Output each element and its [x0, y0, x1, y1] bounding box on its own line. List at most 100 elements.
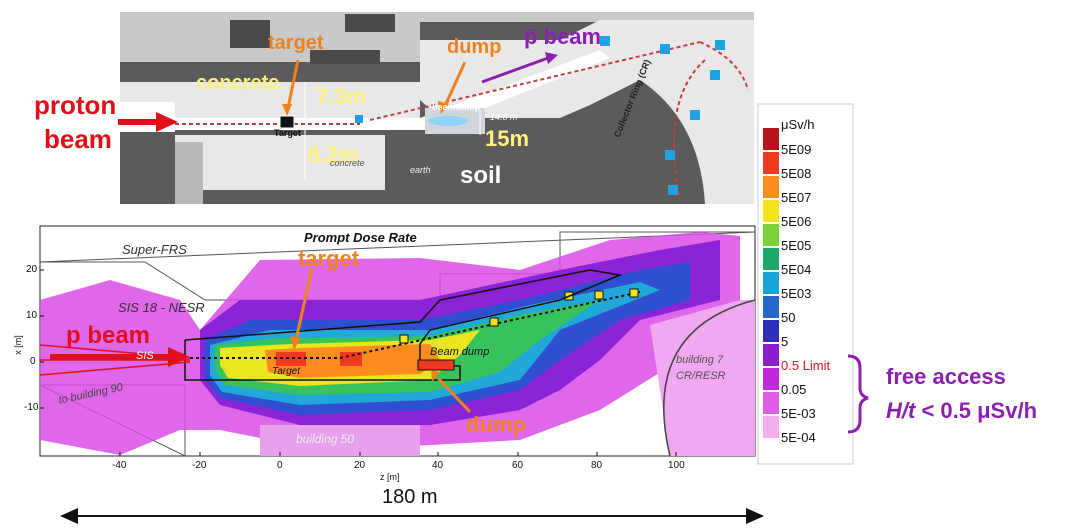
legend-swatch	[763, 344, 779, 366]
bldg50-area	[260, 425, 420, 456]
plan-ring-arc	[672, 59, 706, 201]
legend-swatch	[763, 152, 779, 174]
x-tick-label: 40	[432, 460, 444, 471]
x-tick-label: -20	[192, 460, 207, 471]
concrete-small-label: concrete	[330, 158, 365, 168]
x-axis-label: z [m]	[380, 472, 400, 482]
legend-label: 5E-04	[781, 430, 816, 445]
plan-light-band	[120, 12, 754, 62]
building-7-label: building 7	[676, 354, 724, 366]
legend-swatch	[763, 272, 779, 294]
cr-resr-label: CR/RESR	[676, 370, 726, 382]
dump-arrowhead	[438, 101, 449, 114]
legend-label: 5E-03	[781, 406, 816, 421]
legend-label: 5E09	[781, 142, 812, 157]
legend-label: 5E03	[781, 286, 812, 301]
free-access-bracket	[847, 354, 869, 434]
x-tick-label: 60	[512, 460, 524, 471]
map-p-beam-label: p beam	[66, 322, 151, 349]
legend-swatch	[763, 176, 779, 198]
legend-swatch	[763, 416, 779, 438]
proton-arrowhead	[156, 112, 178, 132]
x-tick-label: 100	[668, 460, 685, 471]
y-ticks	[40, 269, 44, 409]
y-tick-label: 10	[26, 310, 38, 321]
y-tick-label: 0	[30, 356, 36, 367]
scale-bar-right-head	[746, 508, 764, 524]
dose-map-title: Prompt Dose Rate	[304, 230, 417, 245]
target-arrowhead	[282, 104, 292, 116]
map-pbeam-arrowhead	[168, 347, 190, 367]
legend-swatch	[763, 296, 779, 318]
map-target-small: Target	[272, 366, 300, 377]
scale-bar-label: 180 m	[382, 486, 438, 508]
legend-label: 5E08	[781, 166, 812, 181]
plan-earth-region	[420, 85, 754, 204]
sis-nesr-label: SIS 18 - NESR	[118, 300, 205, 315]
map-beam-dump-label: Beam dump	[430, 346, 490, 358]
x-tick-label: 80	[591, 460, 603, 471]
map-target-arrowhead	[290, 336, 301, 350]
ht-symbol: H/t	[886, 398, 916, 423]
legend-unit: μSv/h	[781, 117, 815, 132]
target-label: target	[268, 32, 324, 54]
plan-block-3	[310, 50, 380, 64]
proton-label: proton	[34, 90, 117, 120]
plan-beamline-ring	[699, 41, 749, 91]
legend-swatch	[763, 320, 779, 342]
map-sis-label: SIS	[136, 350, 154, 362]
dose-region-red-dump	[340, 352, 362, 366]
plan-block-1	[230, 20, 270, 48]
y-tick-label: -10	[24, 402, 39, 413]
dim-148-label: 14.8 m	[490, 112, 518, 122]
map-dump-arrowhead	[431, 370, 440, 382]
dimension-15m: 15m	[485, 126, 530, 151]
beamdump-small-label: beamdump	[432, 102, 481, 112]
plan-target-marker	[279, 115, 295, 129]
legend-label: 5	[781, 334, 789, 349]
plan-beamline-pbar	[369, 41, 701, 121]
x-tick-label: 20	[354, 460, 366, 471]
dump-arrow	[443, 61, 467, 107]
legend-label: 0.05	[781, 382, 807, 397]
pbar-beam-label: p̅ beam	[524, 24, 602, 49]
building-50-label: building 50	[296, 432, 355, 446]
map-dump-arrow	[436, 376, 472, 414]
map-dump-label: dump	[466, 412, 526, 437]
legend-swatch	[763, 368, 779, 390]
building7-arc	[663, 299, 756, 457]
beam-label: beam	[44, 124, 112, 154]
building7-area	[650, 300, 755, 456]
concrete-label: concrete	[196, 72, 280, 94]
legend-swatch	[763, 128, 779, 150]
legend-label: 5E05	[781, 238, 812, 253]
y-axis-label: x [m]	[12, 335, 23, 355]
map-target-arrow	[294, 267, 314, 341]
legend-label: 5E06	[781, 214, 812, 229]
legend-label: 50	[781, 310, 796, 325]
x-tick-label: 0	[277, 460, 283, 471]
map-dump-outline	[417, 359, 455, 371]
dimension-7-3m: 7.3m	[316, 84, 367, 109]
legend-label: 5E04	[781, 262, 812, 277]
plan-ring-area	[640, 80, 754, 204]
ht-limit-value: < 0.5 μSv/h	[915, 398, 1038, 423]
legend-swatch	[763, 224, 779, 246]
legend-label: 5E07	[781, 190, 812, 205]
target-small-label: Target	[274, 128, 301, 138]
ht-limit-label: H/t < 0.5 μSv/h	[886, 398, 1037, 424]
legend-swatch	[763, 200, 779, 222]
free-access-label: free access	[886, 364, 1006, 389]
super-frs-label: Super-FRS	[122, 242, 187, 257]
x-tick-label: -40	[112, 460, 127, 471]
target-arrow	[286, 59, 300, 109]
x-ticks	[119, 452, 677, 456]
pbar-arrow	[481, 56, 549, 84]
pbar-arrowhead	[545, 52, 558, 64]
map-shield-outline	[184, 269, 623, 381]
legend-swatch	[763, 248, 779, 270]
map-target-label: target	[298, 246, 360, 271]
y-tick-label: 20	[26, 264, 38, 275]
earth-small-label: earth	[410, 165, 431, 175]
